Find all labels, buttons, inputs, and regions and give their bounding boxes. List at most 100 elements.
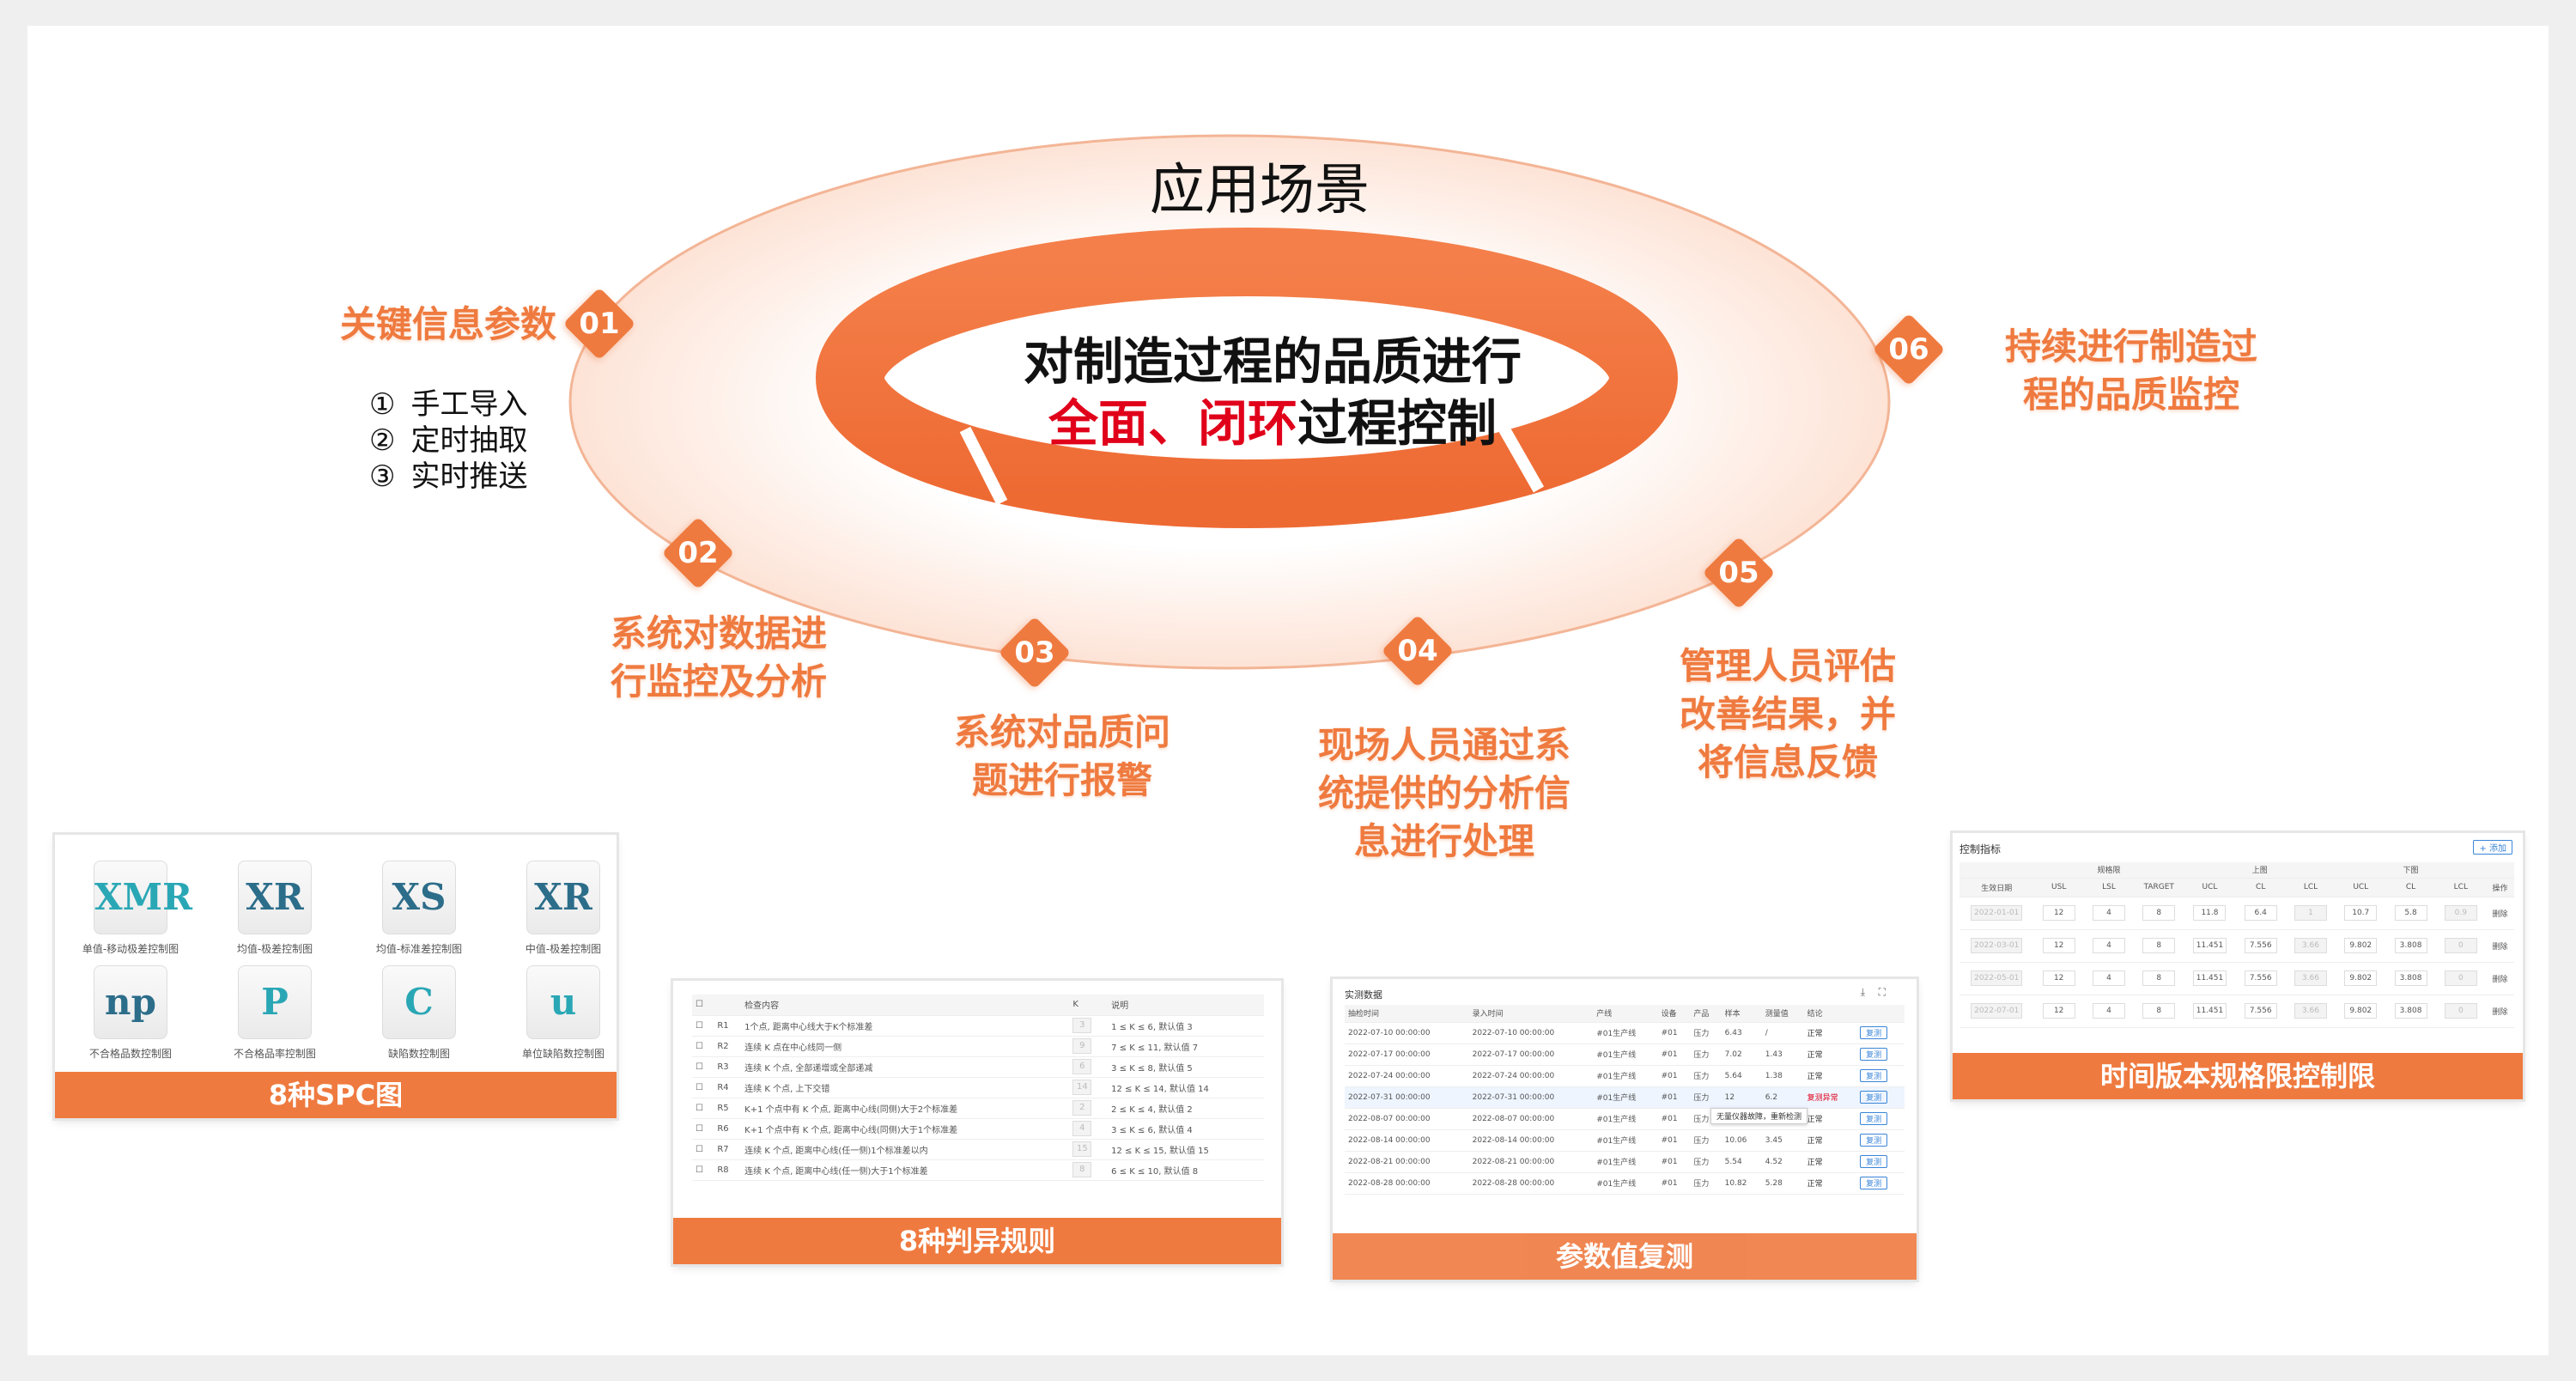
spc-chart-item[interactable]: C 缺陷数控制图 — [355, 965, 483, 1061]
spec-input[interactable]: 3.66 — [2293, 938, 2327, 953]
spec-input[interactable]: 2022-03-01 — [1971, 938, 2023, 953]
center-statement: 对制造过程的品质进行 全面、闭环过程控制 — [929, 331, 1616, 454]
spec-input[interactable]: 2022-01-01 — [1971, 905, 2023, 921]
k-value[interactable]: 2 — [1072, 1100, 1092, 1116]
spec-input[interactable]: 8 — [2142, 970, 2176, 986]
spec-input[interactable]: 9.802 — [2344, 938, 2378, 953]
spec-input[interactable]: 7.556 — [2244, 938, 2277, 953]
spc-chart-item[interactable]: u 单位缺陷数控制图 — [499, 965, 617, 1061]
spc-chart-item[interactable]: XMR 单值-移动极差控制图 — [66, 861, 195, 956]
row-checkbox[interactable]: ☐ — [692, 1139, 714, 1160]
recheck-button[interactable]: 复测 — [1860, 1112, 1888, 1125]
spc-chart-item[interactable]: XR 中值-极差控制图 — [499, 861, 617, 956]
spec-input[interactable]: 0 — [2444, 970, 2477, 986]
spec-input[interactable]: 4 — [2092, 938, 2125, 953]
k-value[interactable]: 4 — [1072, 1121, 1092, 1136]
p-icon: P — [238, 965, 312, 1039]
spec-input[interactable]: 4 — [2092, 905, 2125, 921]
k-value[interactable]: 3 — [1072, 1018, 1092, 1033]
recheck-button[interactable]: 复测 — [1860, 1155, 1888, 1168]
row-checkbox[interactable]: ☐ — [692, 1098, 714, 1119]
spc-chart-item[interactable]: XR 均值-极差控制图 — [210, 861, 339, 956]
spec-input[interactable]: 12 — [2042, 905, 2075, 921]
add-button[interactable]: + 添加 — [2473, 840, 2512, 855]
recheck-button[interactable]: 复测 — [1860, 1048, 1888, 1061]
spec-input[interactable]: 1 — [2293, 905, 2327, 921]
spec-input[interactable]: 8 — [2142, 905, 2176, 921]
row-checkbox[interactable]: ☐ — [692, 1036, 714, 1057]
spc-chart-item[interactable]: XS 均值-标准差控制图 — [355, 861, 483, 956]
spec-input[interactable]: 11.451 — [2192, 1003, 2227, 1019]
spec-input[interactable]: 0 — [2444, 938, 2477, 953]
table-row: 2022-07-01 12 4 8 11.451 7.556 3.66 9.802 3.808 0… — [1959, 995, 2514, 1028]
spec-input[interactable]: 8 — [2142, 938, 2176, 953]
recheck-button[interactable]: 复测 — [1860, 1026, 1888, 1039]
spec-input[interactable]: 7.556 — [2244, 970, 2277, 986]
spec-input[interactable]: 4 — [2092, 1003, 2125, 1019]
table-row: 2022-01-01 12 4 8 11.8 6.4 1 10.7 5.8 0.9 删除 — [1959, 897, 2514, 930]
spec-input[interactable]: 11.451 — [2192, 938, 2227, 953]
spec-input[interactable]: 4 — [2092, 970, 2125, 986]
spec-input[interactable]: 11.8 — [2193, 905, 2227, 921]
spc-chart-item[interactable]: P 不合格品率控制图 — [210, 965, 339, 1061]
k-value[interactable]: 6 — [1072, 1059, 1092, 1074]
spec-input[interactable]: 3.66 — [2293, 1003, 2327, 1019]
spec-input[interactable]: 3.808 — [2394, 970, 2427, 986]
spec-input[interactable]: 11.451 — [2192, 970, 2227, 986]
spec-input[interactable]: 12 — [2042, 1003, 2075, 1019]
k-value[interactable]: 9 — [1072, 1038, 1092, 1054]
recheck-button[interactable]: 复测 — [1860, 1134, 1888, 1147]
spec-input[interactable]: 3.66 — [2293, 970, 2327, 986]
row-checkbox[interactable]: ☐ — [692, 1118, 714, 1140]
row-checkbox[interactable]: ☐ — [692, 1159, 714, 1181]
spec-input[interactable]: 12 — [2042, 938, 2075, 953]
k-value[interactable]: 15 — [1072, 1141, 1092, 1157]
delete-link[interactable]: 删除 — [2485, 962, 2514, 995]
spec-input[interactable]: 9.802 — [2344, 1003, 2378, 1019]
spec-input[interactable]: 3.808 — [2394, 938, 2427, 953]
spec-input[interactable]: 8 — [2142, 1003, 2176, 1019]
spec-input[interactable]: 2022-05-01 — [1971, 970, 2023, 986]
delete-link[interactable]: 删除 — [2485, 897, 2514, 930]
spec-input[interactable]: 7.556 — [2244, 1003, 2277, 1019]
delete-link[interactable]: 删除 — [2485, 995, 2514, 1028]
rules-card-banner: 8种判异规则 — [673, 1218, 1281, 1264]
row-checkbox[interactable]: ☐ — [692, 1056, 714, 1078]
row-checkbox[interactable]: ☐ — [692, 1077, 714, 1098]
download-icon[interactable]: ⤓ — [1860, 986, 1865, 998]
recheck-button[interactable]: 复测 — [1860, 1177, 1888, 1189]
recheck-button[interactable]: 复测 — [1860, 1069, 1888, 1082]
spec-input[interactable]: 0.9 — [2444, 905, 2477, 921]
row-checkbox[interactable]: ☐ — [692, 1015, 714, 1037]
step-05-text: 管理人员评估改善结果，并将信息反馈 — [1679, 645, 1896, 783]
spec-input[interactable]: 2022-07-01 — [1971, 1003, 2023, 1019]
spec-input[interactable]: 6.4 — [2244, 905, 2277, 921]
spec-input[interactable]: 12 — [2042, 970, 2075, 986]
delete-link[interactable]: 删除 — [2485, 929, 2514, 963]
checkbox-header[interactable]: ☐ — [692, 995, 714, 1016]
spec-input[interactable]: 9.802 — [2344, 970, 2378, 986]
spec-input[interactable]: 3.808 — [2394, 1003, 2427, 1019]
spec-input[interactable]: 5.8 — [2394, 905, 2427, 921]
recheck-button[interactable]: 复测 — [1860, 1091, 1888, 1104]
k-value[interactable]: 8 — [1072, 1162, 1092, 1177]
median-r-icon: XR — [526, 861, 600, 934]
k-value[interactable]: 14 — [1072, 1080, 1092, 1095]
spec-input[interactable]: 0 — [2444, 1003, 2477, 1019]
fullscreen-icon[interactable]: ⛶ — [1878, 986, 1886, 998]
spec-input[interactable]: 10.7 — [2344, 905, 2378, 921]
ring-gap-right — [1498, 426, 1545, 493]
center-line2-rest: 过程控制 — [1297, 394, 1498, 453]
spc-chart-item[interactable]: np 不合格品数控制图 — [66, 965, 195, 1061]
